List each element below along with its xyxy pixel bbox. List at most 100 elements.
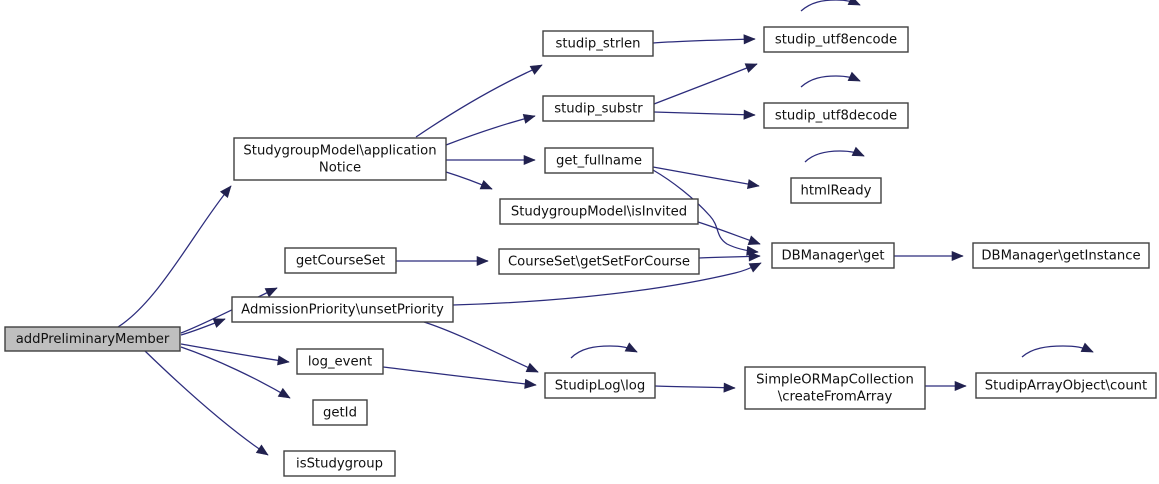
node-box[interactable]: [544, 372, 656, 399]
node-label: StudygroupModel\application: [243, 144, 436, 159]
node-label: \createFromArray: [778, 390, 893, 405]
node-label: get_fullname: [556, 154, 642, 169]
node-box[interactable]: [498, 248, 700, 275]
node-box[interactable]: [790, 177, 882, 204]
edge-line: [180, 287, 278, 334]
arrowhead-icon: [748, 262, 762, 273]
arrowhead-icon: [219, 185, 232, 198]
node-box[interactable]: [763, 102, 909, 129]
arrowhead-icon: [264, 287, 278, 298]
call-edge: [652, 166, 760, 190]
graph-node-getCourseSet[interactable]: getCourseSet: [284, 247, 397, 274]
graph-node-isInvited[interactable]: StudygroupModel\isInvited: [499, 198, 699, 225]
arrowhead-icon: [1080, 342, 1094, 353]
graph-node-studip_substr[interactable]: studip_substr: [542, 95, 655, 122]
node-label: StudipArrayObject\count: [985, 379, 1147, 394]
arrowhead-icon: [748, 251, 761, 262]
node-box[interactable]: [544, 147, 654, 174]
arrowhead-icon: [212, 318, 226, 328]
graph-node-dbmanagerGet[interactable]: DBManager\get: [771, 242, 895, 269]
node-box[interactable]: [771, 242, 895, 269]
call-edge: [1021, 342, 1094, 358]
node-box[interactable]: [542, 30, 654, 57]
call-edge: [180, 343, 290, 366]
arrowhead-icon: [277, 387, 291, 399]
edge-line: [445, 115, 536, 146]
call-edge: [800, 0, 861, 12]
edge-line: [382, 366, 537, 386]
arrowhead-icon: [744, 63, 758, 73]
node-label: DBManager\get: [781, 249, 884, 264]
graph-node-get_fullname[interactable]: get_fullname: [544, 147, 654, 174]
node-box[interactable]: [4, 326, 181, 352]
arrowhead-icon: [479, 179, 493, 190]
graph-node-studip_strlen[interactable]: studip_strlen: [542, 30, 654, 57]
call-edge: [654, 382, 736, 393]
node-box[interactable]: [499, 198, 699, 225]
graph-node-getId[interactable]: getId: [312, 399, 368, 426]
node-label: htmlReady: [801, 184, 872, 199]
edge-line: [415, 64, 543, 138]
call-edge: [423, 321, 539, 373]
call-edge: [697, 221, 761, 245]
node-label: StudygroupModel\isInvited: [511, 205, 687, 220]
graph-node-dbmanagerGetInstance[interactable]: DBManager\getInstance: [972, 242, 1150, 269]
graph-node-unsetPriority[interactable]: AdmissionPriority\unsetPriority: [231, 296, 454, 323]
node-label: isStudygroup: [296, 457, 383, 472]
arrowhead-icon: [255, 444, 269, 456]
node-label: Notice: [319, 161, 361, 176]
node-box[interactable]: [763, 26, 909, 53]
edges-layer: [117, 0, 1094, 456]
node-label: log_event: [308, 355, 372, 370]
arrowhead-icon: [743, 34, 756, 45]
node-box[interactable]: [975, 372, 1157, 399]
node-label: studip_substr: [554, 102, 643, 117]
call-edge: [382, 366, 537, 389]
graph-node-utf8decode[interactable]: studip_utf8decode: [763, 102, 909, 129]
arrowhead-icon: [847, 0, 861, 6]
graph-node-isStudygroup[interactable]: isStudygroup: [283, 450, 396, 477]
arrowhead-icon: [851, 146, 865, 157]
node-box[interactable]: [972, 242, 1150, 269]
graph-node-studipLog[interactable]: StudipLog\log: [544, 372, 656, 399]
graph-node-createFromArray[interactable]: SimpleORMapCollection\createFromArray: [744, 366, 926, 410]
arrowhead-icon: [954, 380, 967, 392]
edge-line: [653, 63, 758, 105]
call-edge: [396, 255, 489, 267]
node-label: AdmissionPriority\unsetPriority: [241, 303, 444, 318]
graph-node-arrayObjectCount[interactable]: StudipArrayObject\count: [975, 372, 1157, 399]
node-box[interactable]: [231, 296, 454, 323]
node-box[interactable]: [744, 366, 926, 410]
edge-line: [180, 346, 291, 399]
node-box[interactable]: [233, 137, 447, 181]
arrowhead-icon: [524, 378, 537, 389]
node-label: addPreliminaryMember: [16, 332, 170, 347]
call-edge: [570, 342, 638, 359]
node-box[interactable]: [542, 95, 655, 122]
graph-node-addPreliminaryMember[interactable]: addPreliminaryMember: [4, 326, 181, 352]
node-box[interactable]: [283, 450, 396, 477]
graph-node-log_event[interactable]: log_event: [296, 348, 384, 375]
call-edge: [653, 109, 756, 120]
graph-node-htmlReady[interactable]: htmlReady: [790, 177, 882, 204]
edge-line: [652, 169, 759, 253]
node-label: DBManager\getInstance: [981, 249, 1140, 264]
graph-node-getSetForCourse[interactable]: CourseSet\getSetForCourse: [498, 248, 700, 275]
graph-node-utf8encode[interactable]: studip_utf8encode: [763, 26, 909, 53]
arrowhead-icon: [747, 235, 761, 245]
edge-line: [423, 321, 539, 373]
node-box[interactable]: [296, 348, 384, 375]
arrowhead-icon: [723, 382, 736, 393]
node-box[interactable]: [284, 247, 397, 274]
call-edge: [144, 350, 269, 456]
node-box[interactable]: [312, 399, 368, 426]
arrowhead-icon: [476, 255, 489, 267]
arrowhead-icon: [525, 362, 539, 373]
call-edge: [452, 262, 762, 306]
call-edge: [180, 287, 278, 334]
edge-line: [652, 38, 756, 44]
call-edge: [925, 380, 967, 392]
